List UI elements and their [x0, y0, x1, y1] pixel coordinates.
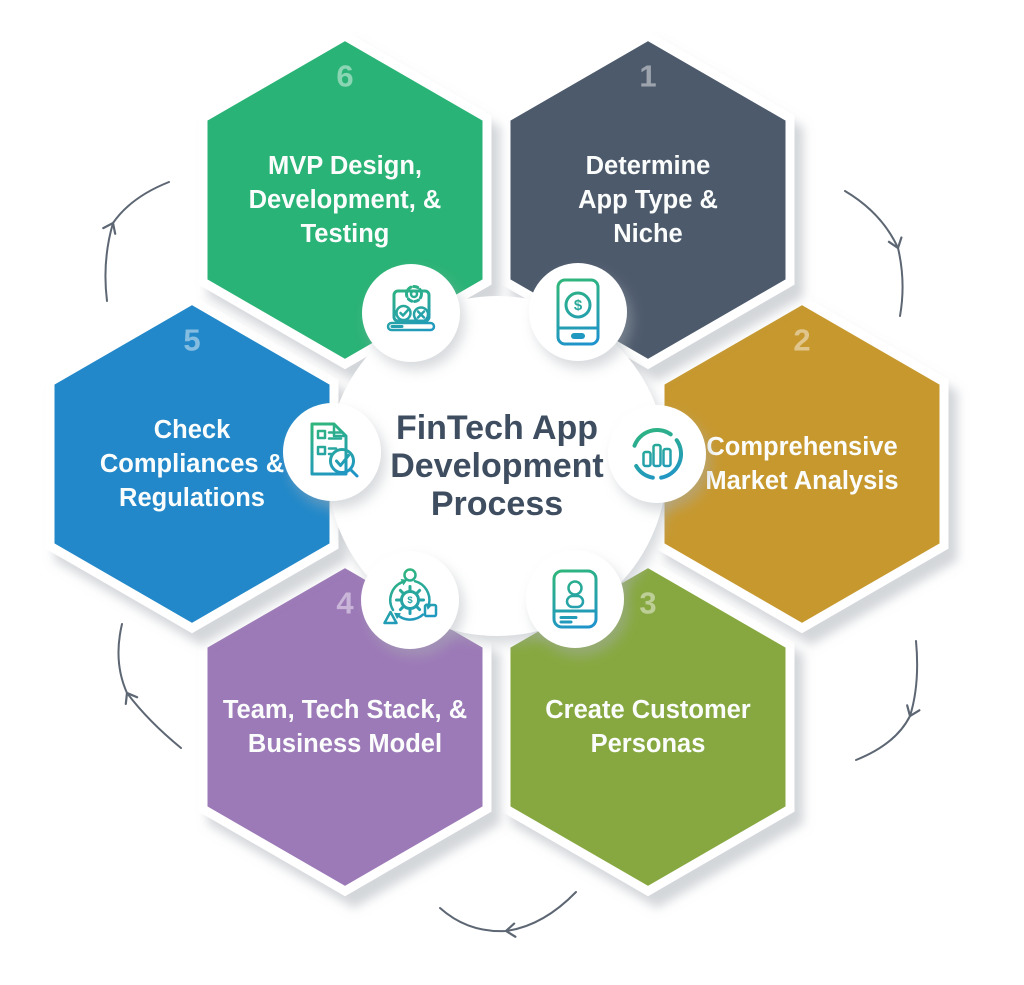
- step-title-line: Check: [154, 416, 231, 444]
- hexagon-shape: [45, 294, 339, 634]
- icon-badge-circle: [529, 263, 627, 361]
- step-title-line: App Type &: [578, 186, 718, 214]
- flow-arrow-bottom-center: [439, 891, 577, 938]
- hexagon-shape: [655, 294, 949, 634]
- step-number: 5: [183, 323, 200, 358]
- svg-text:$: $: [574, 297, 583, 314]
- step-title-line: Business Model: [248, 730, 442, 758]
- step-title-line: Determine: [586, 152, 711, 180]
- step-title-line: Testing: [301, 220, 390, 248]
- flow-arrow-top-left: [102, 181, 170, 302]
- step-number: 4: [336, 586, 354, 621]
- step-title-line: Development, &: [249, 186, 442, 214]
- team-tech-process-cycle-icon: $: [383, 568, 438, 625]
- step-title-line: MVP Design,: [268, 152, 422, 180]
- step-number: 1: [639, 59, 656, 94]
- flow-arrow-bottom-right: [855, 640, 921, 761]
- svg-text:$: $: [407, 595, 413, 606]
- icon-badge-circle: [608, 405, 706, 503]
- icon-badge-circle: [526, 550, 624, 648]
- smartphone-dollar-icon: $: [556, 278, 600, 346]
- step-title-line: Team, Tech Stack, &: [223, 696, 467, 724]
- diagram-title-line: Development: [390, 447, 604, 485]
- step-title-line: Regulations: [119, 484, 265, 512]
- customer-persona-id-card-icon: [552, 569, 598, 629]
- step-number: 2: [793, 323, 810, 358]
- diagram-title-line: Process: [431, 485, 563, 523]
- step-title-line: Personas: [591, 730, 706, 758]
- icon-badge-circle: [283, 403, 381, 501]
- step-number: 6: [336, 59, 353, 94]
- diagram-title-line: FinTech App: [396, 409, 598, 447]
- step-title-line: Market Analysis: [705, 467, 898, 495]
- flow-arrows: [102, 181, 921, 938]
- step-title-line: Comprehensive: [706, 433, 897, 461]
- icon-badge-circle: [361, 551, 459, 649]
- step-title-line: Create Customer: [545, 696, 751, 724]
- flow-arrow-top-right: [844, 190, 904, 317]
- step-5-hexagon: 5 Check Compliances & Regulations: [45, 294, 339, 634]
- flow-arrow-bottom-left: [117, 623, 182, 749]
- step-number: 3: [639, 586, 656, 621]
- market-analysis-donut-chart-icon: [632, 428, 683, 480]
- mvp-laptop-testing-icon: [386, 285, 436, 332]
- compliance-checklist-magnifier-icon: [310, 422, 359, 478]
- step-2-hexagon: 2 Comprehensive Market Analysis: [655, 294, 949, 634]
- step-title-line: Compliances &: [100, 450, 284, 478]
- step-title-line: Niche: [613, 220, 682, 248]
